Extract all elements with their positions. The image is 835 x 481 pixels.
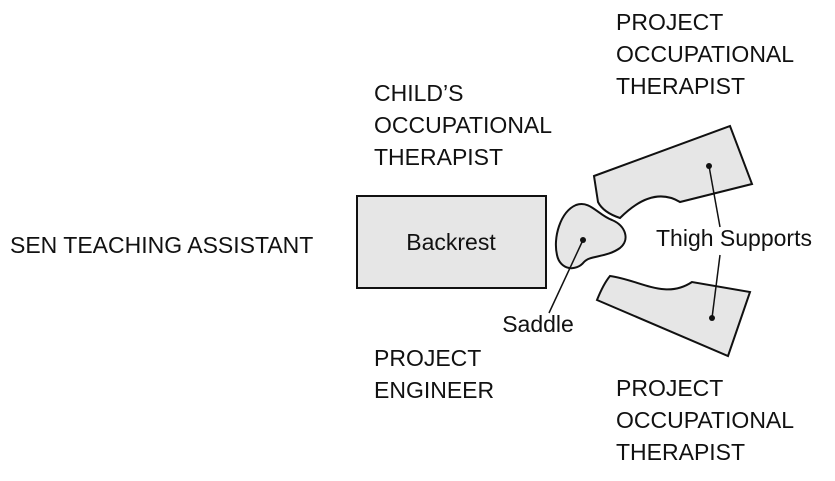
project-ot-top-line-1: PROJECT	[616, 9, 724, 35]
saddle-shape	[555, 203, 627, 270]
childs-ot-line-1: CHILD’S	[374, 80, 464, 106]
upper-thigh-support-shape	[592, 124, 754, 220]
project-ot-top-label: PROJECT OCCUPATIONAL THERAPIST	[616, 6, 794, 102]
project-engineer-line-1: PROJECT	[374, 345, 482, 371]
saddle-leader-dot	[580, 237, 586, 243]
project-ot-bottom-line-2: OCCUPATIONAL	[616, 407, 795, 433]
saddle-leader-line	[548, 239, 584, 314]
childs-ot-line-2: OCCUPATIONAL	[374, 112, 553, 138]
lower-thigh-support-shape	[595, 274, 752, 358]
thigh-leader-dot-lower	[709, 315, 715, 321]
project-ot-bottom-label: PROJECT OCCUPATIONAL THERAPIST	[616, 372, 794, 468]
thigh-supports-label: Thigh Supports	[656, 225, 812, 251]
thigh-leader-line-upper	[708, 165, 721, 228]
thigh-leader-line-lower	[711, 254, 721, 319]
childs-ot-label: CHILD’S OCCUPATIONAL THERAPIST	[374, 77, 552, 173]
project-engineer-label: PROJECT ENGINEER	[374, 342, 494, 406]
project-ot-bottom-line-1: PROJECT	[616, 375, 724, 401]
backrest-shape	[356, 195, 547, 289]
project-ot-top-line-2: OCCUPATIONAL	[616, 41, 795, 67]
childs-ot-line-3: THERAPIST	[374, 144, 504, 170]
saddle-label: Saddle	[502, 311, 574, 337]
project-engineer-line-2: ENGINEER	[374, 377, 495, 403]
thigh-leader-dot-upper	[706, 163, 712, 169]
project-ot-bottom-line-3: THERAPIST	[616, 439, 746, 465]
sen-teaching-assistant-label: SEN TEACHING ASSISTANT	[10, 232, 314, 258]
project-ot-top-line-3: THERAPIST	[616, 73, 746, 99]
backrest-label: Backrest	[406, 229, 496, 255]
